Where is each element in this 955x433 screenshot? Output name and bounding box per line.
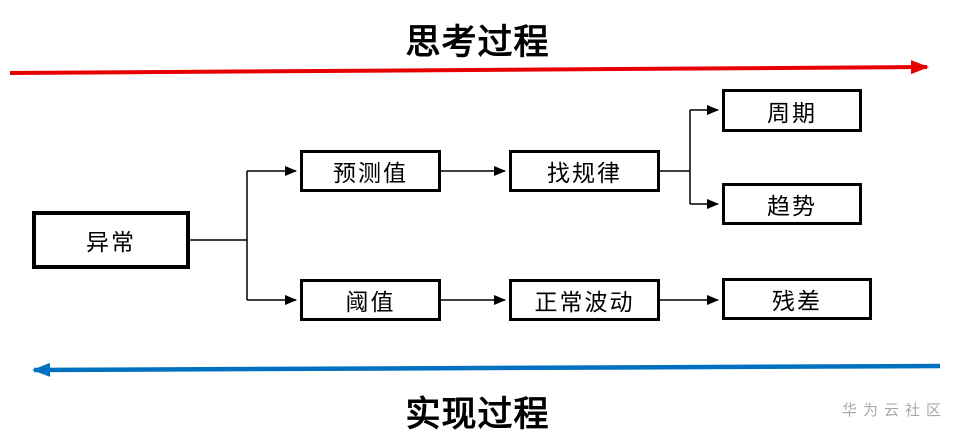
node-find-pattern-label: 找规律 (547, 160, 622, 186)
node-normal-fluctuation: 正常波动 (509, 279, 660, 321)
node-trend-label: 趋势 (767, 193, 817, 219)
node-period: 周期 (722, 89, 862, 132)
node-period-label: 周期 (767, 99, 817, 126)
node-residual: 残差 (722, 278, 872, 320)
implementation-process-arrow (32, 362, 941, 377)
node-find-pattern: 找规律 (509, 150, 660, 192)
node-normal-fluctuation-label: 正常波动 (534, 289, 635, 315)
node-anomaly-label: 异常 (86, 229, 136, 255)
node-anomaly: 异常 (32, 211, 190, 269)
node-predicted-value-label: 预测值 (333, 160, 408, 186)
node-threshold: 阈值 (300, 279, 441, 321)
top-title: 思考过程 (405, 23, 550, 62)
watermark: 华为云社区 (841, 402, 947, 419)
node-trend: 趋势 (722, 183, 862, 225)
node-predicted-value: 预测值 (300, 150, 441, 192)
node-residual-label: 残差 (772, 288, 822, 314)
bottom-title: 实现过程 (405, 395, 550, 433)
node-threshold-label: 阈值 (345, 289, 396, 315)
thinking-process-arrow (9, 60, 929, 75)
